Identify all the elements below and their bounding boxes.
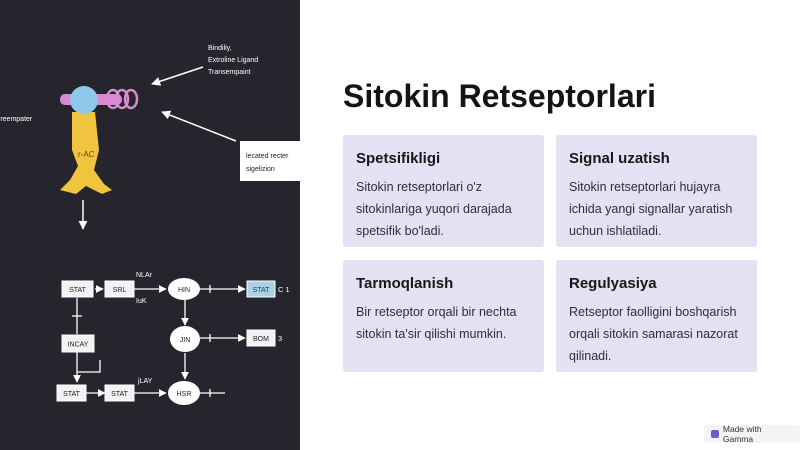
- edge-label-jlay: jLAY: [137, 378, 153, 385]
- svg-text:STAT: STAT: [111, 391, 129, 398]
- diagram-panel: r-AC Bindiliy, Extroline Ligand Transemp…: [0, 0, 300, 450]
- node-hin: HIN: [168, 278, 200, 300]
- card-title: Regulyasiya: [569, 275, 657, 292]
- node-srl: SRL: [104, 280, 135, 298]
- node-stat-1: STAT: [61, 280, 94, 298]
- card-signal-transduction: Signal uzatish Sitokin retseptorlari huj…: [556, 135, 757, 247]
- svg-text:HIN: HIN: [178, 287, 190, 294]
- card-title: Signal uzatish: [569, 150, 670, 167]
- card-text: Sitokin retseptorlari hujayra ichida yan…: [569, 180, 733, 238]
- svg-text:STAT: STAT: [253, 287, 271, 294]
- made-with-gamma-badge[interactable]: Made with Gamma: [704, 424, 800, 444]
- receptor-illustration: [60, 86, 139, 194]
- svg-text:HSR: HSR: [177, 391, 192, 398]
- callout-arrow-box: [161, 110, 237, 142]
- card-branching: Tarmoqlanish Bir retseptor orqali bir ne…: [343, 260, 544, 372]
- node-incay: INCAY: [61, 334, 95, 353]
- node-stat-out: STAT: [246, 280, 276, 298]
- svg-text:INCAY: INCAY: [68, 342, 89, 349]
- edge-label-nlar: NLAr: [136, 272, 153, 279]
- card-text: Retseptor faolligini boshqarish orqali s…: [569, 305, 738, 363]
- callout-arrow-top: [151, 66, 204, 86]
- side-label: rreempater: [0, 116, 33, 123]
- node-bom: BOM: [246, 329, 276, 347]
- svg-text:JIN: JIN: [180, 337, 191, 344]
- slide-title: Sitokin Retseptorlari: [343, 78, 656, 114]
- node-hsr: HSR: [168, 381, 200, 405]
- card-title: Tarmoqlanish: [356, 275, 454, 292]
- node-jin: JIN: [170, 326, 200, 352]
- edge-label-c1: C 1: [278, 285, 290, 294]
- edge-label-3: 3: [278, 334, 282, 343]
- callout-box-line-2: sigelizion: [246, 166, 275, 173]
- receptor-diagram: r-AC Bindiliy, Extroline Ligand Transemp…: [0, 45, 300, 405]
- svg-text:SRL: SRL: [113, 287, 127, 294]
- card-regulation: Regulyasiya Retseptor faolligini boshqar…: [556, 260, 757, 372]
- node-stat-3: STAT: [104, 384, 135, 402]
- svg-text:STAT: STAT: [63, 391, 81, 398]
- gamma-logo-icon: [711, 430, 719, 438]
- callout-line-1: Bindiliy,: [208, 45, 232, 52]
- callout-box-line-1: lecated recter: [246, 153, 289, 160]
- card-text: Bir retseptor orqali bir nechta sitokin …: [356, 305, 517, 341]
- badge-label: Made with Gamma: [722, 424, 762, 444]
- content-panel: Sitokin Retseptorlari Spetsifikligi Sito…: [300, 0, 800, 450]
- svg-text:BOM: BOM: [253, 336, 269, 343]
- callout-box: [240, 141, 300, 181]
- card-text: Sitokin retseptorlari o'z sitokinlariga …: [356, 180, 512, 238]
- svg-text:STAT: STAT: [69, 287, 87, 294]
- card-specificity: Spetsifikligi Sitokin retseptorlari o'z …: [343, 135, 544, 247]
- callout-line-2: Extroline Ligand: [208, 57, 258, 64]
- edge-label-iuk: IuK: [136, 298, 147, 305]
- card-title: Spetsifikligi: [356, 150, 441, 167]
- receptor-label: r-AC: [78, 150, 95, 159]
- node-stat-2: STAT: [56, 384, 87, 402]
- callout-line-3: Transempaint: [208, 69, 251, 76]
